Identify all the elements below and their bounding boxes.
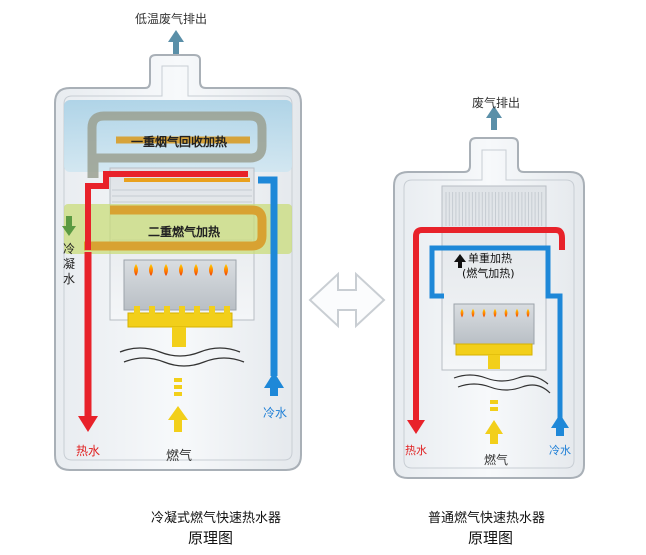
left-gas-inlet-arrows bbox=[168, 378, 188, 432]
left-cold-arrow-stem bbox=[270, 386, 278, 396]
right-cold-arrow bbox=[551, 414, 569, 428]
left-exhaust-arrow bbox=[168, 30, 184, 54]
right-exhaust-arrow bbox=[486, 106, 502, 130]
single-heat-up-arrow-stem bbox=[458, 262, 462, 268]
left-exhaust-label: 低温废气排出 bbox=[135, 12, 208, 26]
stage1-coil bbox=[87, 111, 267, 178]
condensate-char-1: 冷 bbox=[62, 242, 75, 256]
burner-flame-tip bbox=[526, 308, 530, 318]
right-gas-stem bbox=[488, 355, 500, 369]
single-heat-up-arrow bbox=[454, 254, 466, 262]
burner-flame-tip bbox=[515, 308, 519, 318]
conventional-heater-diagram bbox=[393, 106, 585, 479]
right-gas-inlet-arrows bbox=[485, 400, 503, 444]
right-caption-subtitle: 原理图 bbox=[468, 529, 514, 547]
single-heat-sublabel: (燃气加热) bbox=[462, 267, 515, 280]
gas-nozzle bbox=[149, 306, 155, 314]
gas-nozzle bbox=[209, 306, 215, 314]
right-cold-arrow-stem bbox=[556, 426, 564, 436]
gas-nozzle bbox=[179, 306, 185, 314]
right-hot-arrow bbox=[407, 420, 425, 434]
left-gas-manifold bbox=[127, 312, 233, 328]
left-cold-water-label: 冷水 bbox=[263, 406, 288, 420]
left-caption-subtitle: 原理图 bbox=[188, 529, 234, 547]
condensate-char-3: 水 bbox=[62, 272, 75, 286]
right-cold-pipe bbox=[429, 245, 563, 420]
gas-nozzle bbox=[224, 306, 230, 314]
right-heat-exchanger-fins bbox=[445, 192, 543, 226]
burner-flame-tip bbox=[194, 264, 198, 276]
burner-flame-tip bbox=[224, 264, 228, 276]
left-cold-arrow bbox=[264, 372, 284, 388]
condensate-arrow bbox=[62, 216, 76, 236]
stage2-coil bbox=[84, 205, 267, 251]
left-hot-top bbox=[85, 171, 248, 250]
left-caption-title: 冷凝式燃气快速热水器 bbox=[151, 511, 282, 526]
stage1-label: 一重烟气回收加热 bbox=[131, 135, 228, 149]
right-caption-title: 普通燃气快速热水器 bbox=[428, 511, 546, 526]
left-hot-water-label: 热水 bbox=[76, 444, 101, 458]
left-airflow-lines bbox=[119, 347, 245, 367]
gas-nozzle bbox=[134, 306, 140, 314]
right-burner-flames bbox=[460, 308, 530, 341]
right-airflow-lines bbox=[453, 374, 551, 394]
comparison-arrow bbox=[308, 271, 386, 329]
right-cold-water-label: 冷水 bbox=[549, 444, 571, 457]
gas-nozzle bbox=[164, 306, 170, 314]
burner-flame-tip bbox=[164, 264, 168, 276]
right-hot-water-label: 热水 bbox=[405, 444, 427, 457]
condensate-char-2: 凝 bbox=[62, 257, 75, 271]
burner-flame-tip bbox=[149, 264, 153, 276]
gas-nozzle bbox=[194, 306, 200, 314]
left-gas-label: 燃气 bbox=[166, 449, 193, 464]
single-heat-label: 单重加热 bbox=[468, 252, 512, 265]
right-gas-manifold bbox=[455, 343, 533, 356]
burner-flame-tip bbox=[460, 308, 464, 318]
right-case-inner bbox=[403, 149, 575, 469]
burner-flame-tip bbox=[134, 264, 138, 276]
burner-flame-tip bbox=[179, 264, 183, 276]
left-gas-nozzles bbox=[134, 306, 230, 314]
right-exhaust-label: 废气排出 bbox=[472, 96, 521, 110]
left-gas-stem bbox=[172, 327, 186, 347]
stage2-label: 二重燃气加热 bbox=[148, 225, 221, 239]
right-hot-pipe bbox=[413, 227, 565, 420]
burner-flame-tip bbox=[493, 308, 497, 318]
burner-flame-tip bbox=[471, 308, 475, 318]
left-cold-pipe bbox=[258, 176, 278, 376]
condensing-heater-diagram bbox=[54, 30, 302, 471]
left-hot-arrow bbox=[78, 416, 98, 432]
right-burner-block bbox=[453, 303, 535, 345]
burner-flame-tip bbox=[504, 308, 508, 318]
left-case-inner bbox=[63, 65, 293, 461]
left-burner-block bbox=[123, 259, 237, 311]
left-burner-flames bbox=[134, 264, 228, 308]
right-gas-label: 燃气 bbox=[484, 453, 509, 467]
burner-flame-tip bbox=[482, 308, 486, 318]
condensate-label: 冷 凝 水 bbox=[62, 242, 76, 287]
burner-flame-tip bbox=[209, 264, 213, 276]
